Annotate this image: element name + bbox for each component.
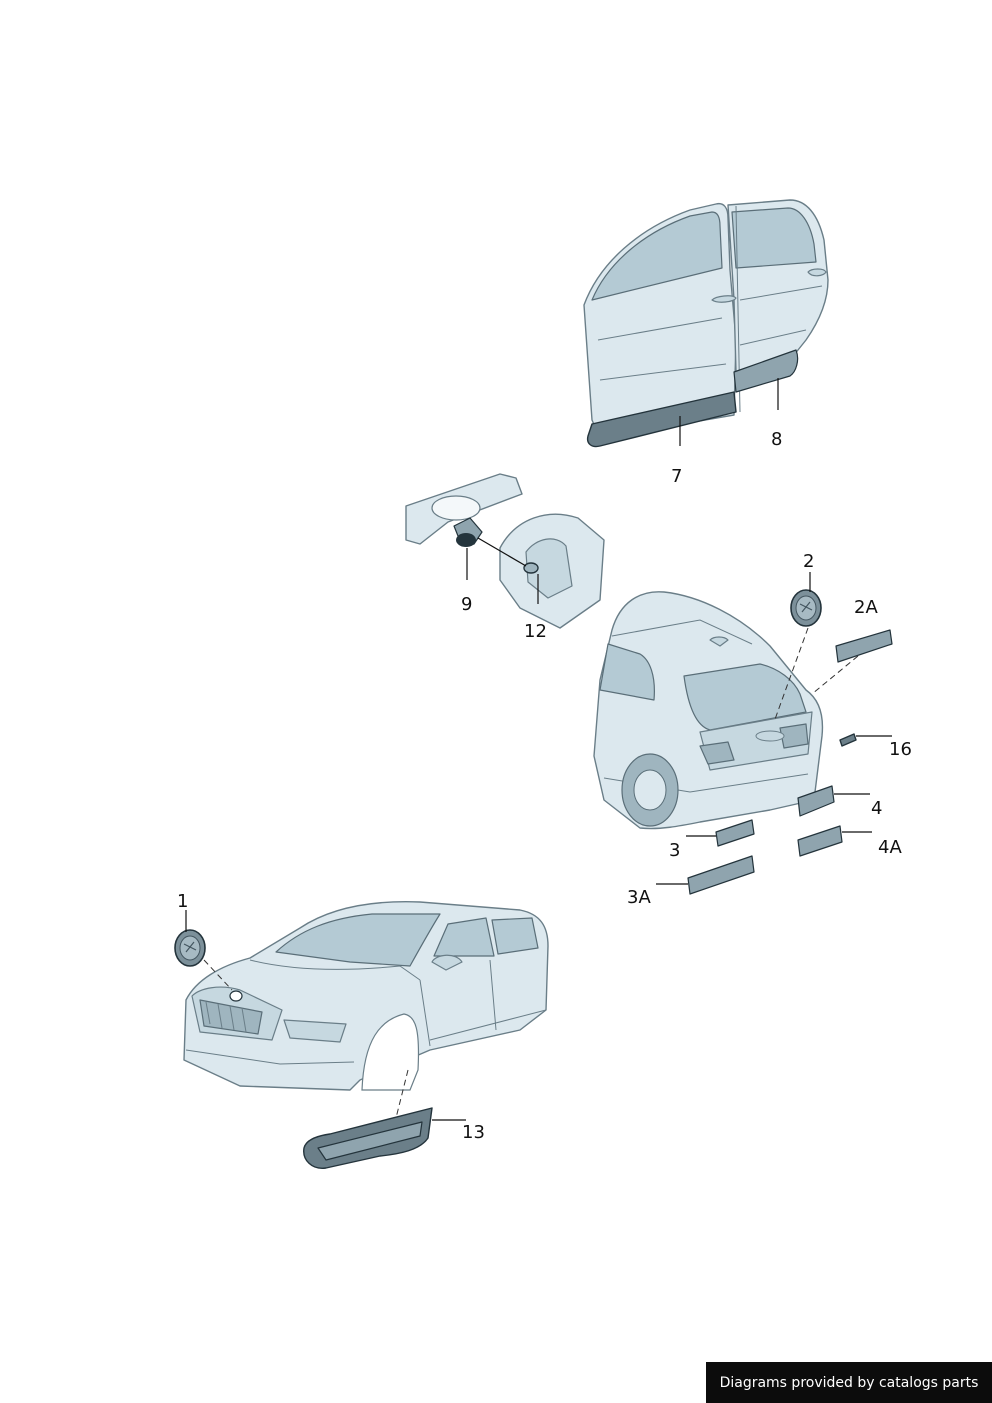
callout-8: 8 [771, 429, 782, 450]
clip-12 [523, 562, 539, 574]
wheel-arch-trim-13 [303, 1107, 433, 1169]
badge-16 [839, 733, 857, 747]
callout-3: 3 [669, 840, 680, 861]
emblem-1 [174, 929, 206, 967]
callout-13: 13 [462, 1122, 485, 1143]
callout-2: 2 [803, 551, 814, 572]
callout-4A: 4A [878, 837, 902, 858]
lettering-4 [797, 785, 835, 817]
door-assembly [583, 199, 829, 448]
callout-3A: 3A [627, 887, 651, 908]
lettering-2A-guide [811, 655, 859, 695]
callout-7: 7 [671, 466, 682, 487]
door-sill-trim-front [586, 391, 737, 448]
fastener-link [477, 537, 527, 567]
callout-16: 16 [889, 739, 912, 760]
emblem-1-guide [203, 959, 233, 991]
lettering-2A [835, 629, 893, 663]
credit-banner: Diagrams provided by catalogs parts [706, 1362, 992, 1403]
callout-9: 9 [461, 594, 472, 615]
emblem-2-guide [773, 627, 809, 723]
callout-4: 4 [871, 798, 882, 819]
emblem-2 [790, 589, 822, 627]
fastener-detail [405, 473, 605, 629]
callout-1: 1 [177, 891, 188, 912]
callout-2A: 2A [854, 597, 878, 618]
credit-text: Diagrams provided by catalogs parts [719, 1374, 979, 1391]
door-sill-trim-rear [733, 349, 799, 393]
lettering-3 [715, 819, 755, 847]
callout-12: 12 [524, 621, 547, 642]
lettering-4A [797, 825, 843, 857]
rear-car [593, 591, 824, 830]
lettering-3A [687, 855, 755, 895]
front-car [183, 901, 549, 1091]
